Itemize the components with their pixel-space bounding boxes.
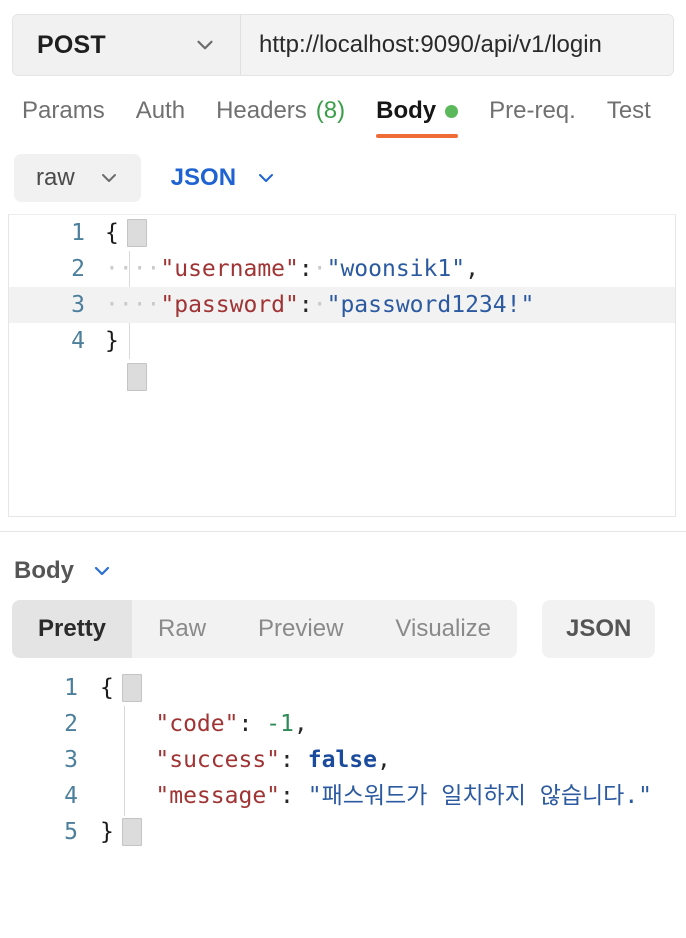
url-input[interactable]: http://localhost:9090/api/v1/login [241,15,673,75]
tab-raw[interactable]: Raw [132,600,232,658]
code-token-brace: } [100,819,114,845]
response-body-label: Body [14,557,74,584]
code-token-string: "woonsik1" [326,256,466,282]
body-type-row: raw JSON [0,138,686,204]
response-format-label: JSON [566,615,632,642]
request-body-editor[interactable]: 1 { 2 ····"username":·"woonsik1", 3 ····… [8,214,676,517]
green-dot-icon [445,104,459,118]
response-body-toggle[interactable]: Body [0,532,686,592]
line-number: 4 [71,328,85,354]
code-token-boolean: false [307,747,377,773]
code-token-string: "패스워드가 일치하지 않습니다." [307,783,653,809]
body-format-select[interactable]: JSON [171,164,278,192]
tab-headers-label: Headers [216,97,307,124]
tab-body-label: Body [376,97,437,124]
tab-body[interactable]: Body [376,97,459,138]
response-body-container: 1 { 2 "code": -1, 3 "success": false, 4 … [0,658,686,860]
line-number: 2 [64,711,78,737]
http-method-select[interactable]: POST [13,15,241,75]
tab-headers-count: (8) [315,97,346,124]
line-number: 3 [71,292,85,318]
chevron-down-icon [97,166,121,190]
code-token-key: "username" [160,256,299,282]
code-token-brace: { [100,675,114,701]
response-body-editor[interactable]: 1 { 2 "code": -1, 3 "success": false, 4 … [0,670,686,860]
code-token-brace: { [105,220,119,246]
tab-visualize-label: Visualize [395,615,492,642]
code-line: 5 } [0,814,686,850]
brace-match-highlight-open [127,219,147,247]
tab-preview-label: Preview [258,615,344,642]
code-indent: ···· [105,256,161,282]
line-number: 2 [71,256,85,282]
body-mode-select[interactable]: raw [14,154,141,202]
tab-prerequest[interactable]: Pre-req. [489,97,576,138]
line-number: 4 [64,783,78,809]
code-indent [100,783,155,809]
tab-prerequest-label: Pre-req. [489,97,576,124]
code-token-comma: , [376,747,391,773]
panel-divider [0,531,686,532]
code-token-key: "password" [160,292,299,318]
line-number: 1 [64,675,78,701]
code-line: 2 ····"username":·"woonsik1", [9,251,675,287]
code-space: · [312,292,327,318]
brace-match-highlight-open [122,674,142,702]
line-number: 3 [64,747,78,773]
tab-headers[interactable]: Headers (8) [216,97,345,138]
tab-params[interactable]: Params [22,97,105,138]
chevron-down-icon [254,166,278,190]
body-format-label: JSON [170,164,237,191]
code-token-colon: : [298,292,313,318]
code-indent [100,747,155,773]
indent-guide [124,706,125,816]
response-format-select[interactable]: JSON [542,600,656,658]
tab-tests-label: Test [606,97,651,124]
code-indent: ···· [105,292,161,318]
tab-raw-label: Raw [158,615,207,642]
tab-tests[interactable]: Test [607,97,651,138]
tab-params-label: Params [22,97,105,124]
code-line-active: 3 ····"password":·"password1234!" [9,287,675,323]
request-url-bar-container: POST http://localhost:9090/api/v1/login [0,0,686,76]
request-url-bar: POST http://localhost:9090/api/v1/login [12,14,674,76]
brace-match-highlight-close [127,363,147,391]
code-token-string: "password1234!" [326,292,535,318]
code-token-colon: : [298,256,313,282]
code-token-key: "success" [155,747,281,773]
code-token-number: -1 [266,711,294,737]
tab-auth[interactable]: Auth [136,97,185,138]
response-tab-bar: Pretty Raw Preview Visualize JSON [0,592,686,658]
code-line: 3 "success": false, [0,742,686,778]
code-token-comma: , [465,256,479,282]
tab-preview[interactable]: Preview [232,600,369,658]
tab-auth-label: Auth [135,97,186,124]
response-view-segmented: Pretty Raw Preview Visualize [12,600,518,658]
tab-visualize[interactable]: Visualize [369,600,517,658]
code-token-brace: } [105,328,119,354]
line-number: 1 [71,220,85,246]
code-line: 2 "code": -1, [0,706,686,742]
code-token-key: "code" [155,711,239,737]
code-token-colon: : [280,747,308,773]
body-mode-label: raw [36,164,75,191]
chevron-down-icon [90,559,114,583]
http-method-label: POST [37,30,106,59]
tab-pretty-label: Pretty [38,615,107,642]
request-tab-bar: Params Auth Headers (8) Body Pre-req. Te… [0,76,686,138]
code-line: 1 { [0,670,686,706]
tab-pretty[interactable]: Pretty [12,600,133,658]
code-token-comma: , [293,711,308,737]
code-line: 4 } [9,323,675,359]
chevron-down-icon [192,32,218,58]
code-line: 1 { [9,215,675,251]
code-space: · [312,256,327,282]
brace-match-highlight-close [122,818,142,846]
code-token-key: "message" [155,783,281,809]
code-token-colon: : [280,783,308,809]
code-token-colon: : [238,711,267,737]
code-line: 4 "message": "패스워드가 일치하지 않습니다." [0,778,686,814]
code-indent [100,711,155,737]
line-number: 5 [64,819,78,845]
